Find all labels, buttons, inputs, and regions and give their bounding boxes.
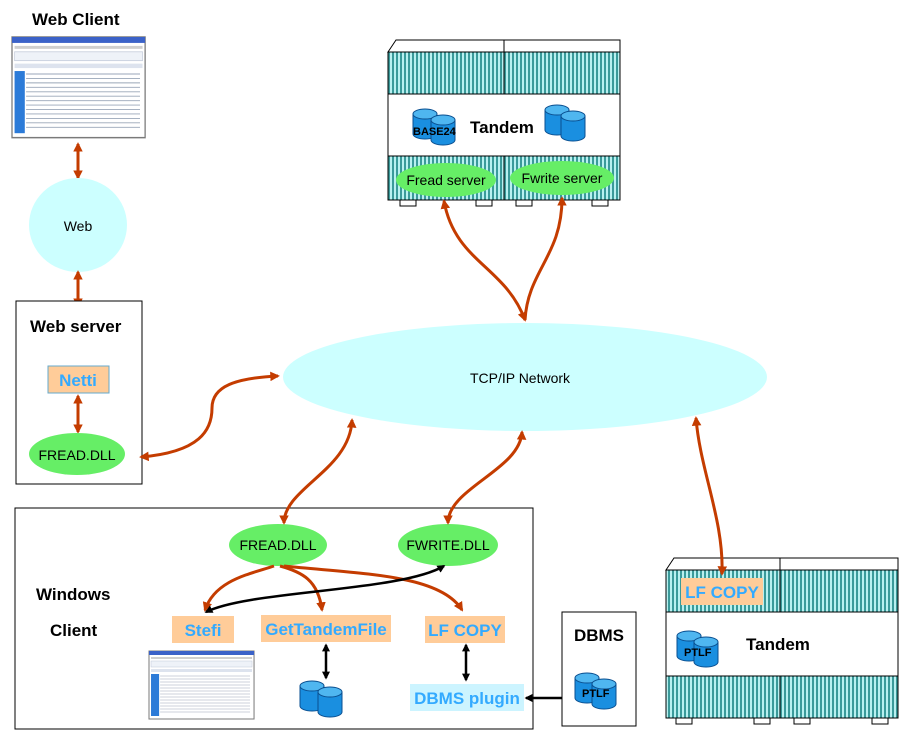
network-label: TCP/IP Network [470, 370, 571, 386]
fwrite-server-ellipse [510, 161, 614, 195]
lf-copy-client-label: LF COPY [428, 621, 502, 640]
fread-dll-client-ellipse [229, 524, 327, 566]
tandem-bottom-label: Tandem [746, 635, 810, 654]
fan-out-arrows [202, 564, 464, 614]
tandem-top-label: Tandem [470, 118, 534, 137]
arrow-fwrite-server-network [523, 196, 567, 321]
stefi-label: Stefi [185, 621, 222, 640]
web-client-screenshot-icon [11, 36, 146, 139]
fread-server-ellipse [396, 163, 496, 197]
fread-server-label: Fread server [406, 172, 486, 188]
dbms-plugin-box [410, 684, 524, 711]
tcpip-network-cloud [283, 323, 767, 431]
arrow-fread-server-network [440, 199, 527, 322]
fread-dll-client-label: FREAD.DLL [239, 537, 316, 553]
client-label: Client [50, 621, 98, 640]
dbms-plugin-label: DBMS plugin [414, 689, 520, 708]
ptlf-dbms-label: PTLF [582, 688, 610, 700]
arrow-fwrite-dll-network [443, 430, 527, 525]
fwrite-server-label: Fwrite server [522, 170, 603, 186]
arrow-fread-dll-network [279, 418, 357, 525]
web-client-title: Web Client [32, 10, 120, 29]
stefi-box [172, 616, 234, 643]
arrow-network-lfcopy-tandem [691, 416, 728, 576]
web-label: Web [64, 218, 93, 234]
dbms-title: DBMS [574, 626, 624, 645]
lf-copy-tandem-label: LF COPY [685, 583, 759, 602]
lf-copy-client-box [425, 616, 505, 643]
web-cloud [29, 178, 127, 272]
fwrite-dll-client-ellipse [398, 524, 498, 566]
tandem-bottom-server [665, 557, 899, 725]
netti-label: Netti [59, 371, 97, 390]
fwrite-dll-client-label: FWRITE.DLL [406, 537, 489, 553]
fread-dll-server-ellipse [29, 433, 125, 475]
fread-dll-server-label: FREAD.DLL [38, 447, 115, 463]
stefi-screenshot-icon [148, 650, 255, 720]
arrow-webserver-network [139, 371, 280, 462]
web-server-title: Web server [30, 317, 122, 336]
lf-copy-tandem-box [681, 578, 763, 605]
base24-label: BASE24 [413, 126, 457, 138]
get-tandem-file-box [261, 615, 391, 642]
netti-box [47, 365, 110, 394]
windows-label: Windows [36, 585, 110, 604]
get-tandem-file-label: GetTandemFile [265, 620, 387, 639]
ptlf-tandem-label: PTLF [684, 647, 712, 659]
